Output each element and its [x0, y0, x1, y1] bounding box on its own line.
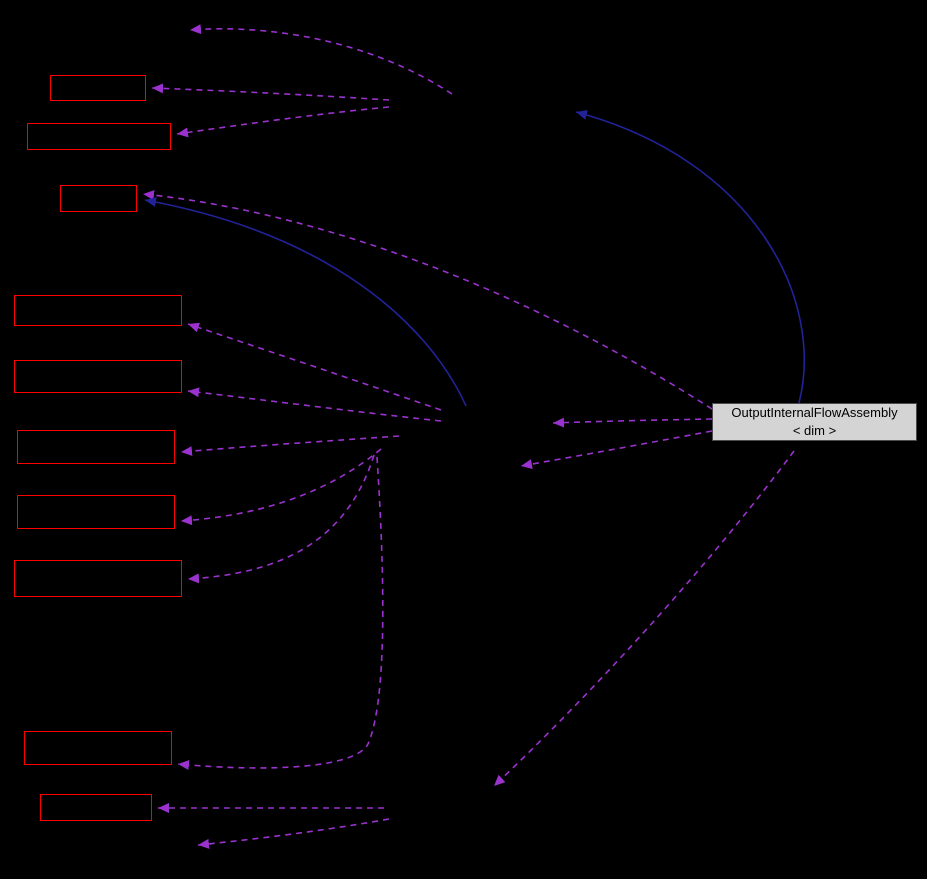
- usage-edge-to-node-7: [180, 448, 382, 526]
- inheritance-edge-main-to-top-hub: [575, 110, 806, 404]
- usage-edge-to-node-6: [180, 435, 400, 457]
- usage-edge-bottom-corner: [197, 818, 390, 849]
- class-node-4[interactable]: [14, 295, 182, 326]
- class-node-7[interactable]: [17, 495, 175, 529]
- main-class-template-params: < dim >: [792, 423, 837, 438]
- class-node-8[interactable]: [14, 560, 182, 597]
- usage-edge-main-to-hub-lower: [520, 430, 713, 470]
- usage-edge-main-to-node-3: [142, 190, 713, 410]
- usage-edge-main-to-bottom-hub: [493, 450, 795, 787]
- inheritance-edge-hub-to-node-3: [144, 197, 467, 407]
- class-node-1[interactable]: [50, 75, 146, 101]
- usage-edge-to-node-5: [187, 387, 442, 422]
- class-node-10[interactable]: [40, 794, 152, 821]
- usage-edge-to-node-4: [187, 322, 442, 411]
- usage-edge-top-corner: [189, 24, 453, 95]
- usage-edge-to-node-2: [176, 106, 390, 138]
- main-class-node: OutputInternalFlowAssembly < dim >: [712, 403, 917, 441]
- class-node-5[interactable]: [14, 360, 182, 393]
- class-node-2[interactable]: [27, 123, 171, 150]
- main-class-name: OutputInternalFlowAssembly: [731, 405, 898, 421]
- usage-edge-to-node-1: [151, 83, 390, 101]
- class-node-6[interactable]: [17, 430, 175, 464]
- class-node-9[interactable]: [24, 731, 172, 765]
- usage-edge-to-node-9: [177, 456, 384, 770]
- usage-edge-main-to-hub-upper: [552, 417, 713, 428]
- class-node-3[interactable]: [60, 185, 137, 212]
- usage-edge-to-node-8: [187, 454, 375, 584]
